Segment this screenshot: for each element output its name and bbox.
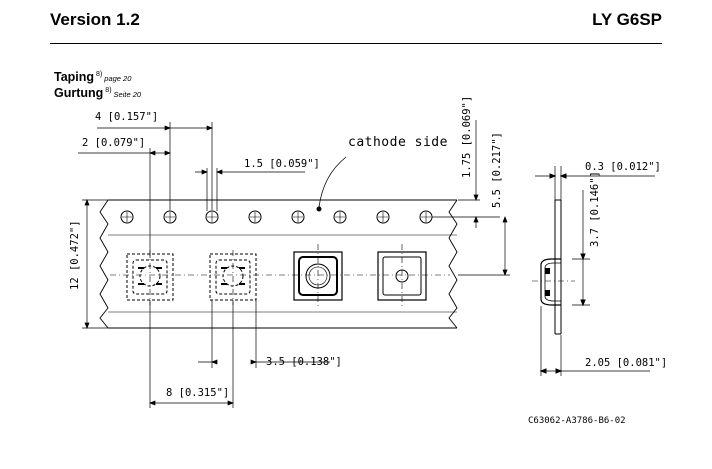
sprocket-hole [291,210,305,224]
top-dimensions [78,122,305,258]
part-number: LY G6SP [592,10,662,29]
footnote-marker-en: 8) [96,71,103,78]
header-divider [50,43,662,44]
bottom-dimensions [149,300,330,408]
dim-tape-width: 12 [0.472"] [69,220,81,290]
footnote-marker-de: 8) [105,87,112,94]
dim-edge-to-holes: 1.75 [0.069"] [461,96,473,178]
cathode-side-callout: cathode side [348,135,448,150]
callout-leader [318,156,347,208]
dim-hole-pitch: 4 [0.157"] [95,111,158,123]
drawing-id: C63062-A3786-B6-02 [528,416,626,426]
sprocket-holes [120,206,433,224]
dim-pocket-height: 3.7 [0.146"] [589,171,601,247]
sprocket-hole [163,210,177,224]
right-dimensions [432,120,510,276]
sprocket-hole [205,210,219,224]
dim-pocket-width: 3.5 [0.138"] [266,356,342,368]
dim-hole-to-pocket: 2 [0.079"] [82,137,145,149]
side-view [532,166,655,376]
left-dimension [82,199,108,329]
pockets [126,251,427,301]
sprocket-hole [376,210,390,224]
document-version: Version 1.2 [50,10,140,29]
cathode-dot [316,206,322,212]
page-reference-en: page 20 [104,74,132,83]
sprocket-hole [333,210,347,224]
section-title-de-text: Gurtung [54,86,104,100]
carrier-tape [99,199,458,329]
page-reference-de: Seite 20 [113,90,142,99]
sprocket-hole [120,210,134,224]
dim-total-depth: 2.05 [0.081"] [585,357,667,369]
dim-cover-thickness: 0.3 [0.012"] [585,161,661,173]
sprocket-hole [248,210,262,224]
dim-hole-diameter: 1.5 [0.059"] [244,158,320,170]
section-title-en-text: Taping [54,70,95,84]
dim-pocket-pitch: 8 [0.315"] [166,387,229,399]
dim-holes-to-center: 5.5 [0.217"] [491,132,503,208]
